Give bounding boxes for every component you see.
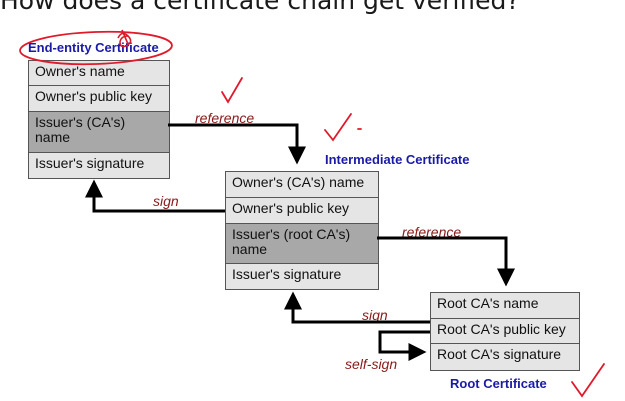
reference-arrow-1 bbox=[168, 123, 306, 165]
end-entity-owner-name: Owner's name bbox=[29, 61, 169, 86]
root-ca-signature: Root CA's signature bbox=[437, 346, 562, 362]
end-entity-title: End-entity Certificate bbox=[28, 40, 159, 55]
intermediate-owner-name: Owner's (CA's) name bbox=[226, 172, 378, 198]
sign-label-2: sign bbox=[362, 307, 388, 323]
ink-check-1 bbox=[221, 77, 243, 104]
sign-label-1: sign bbox=[153, 193, 179, 209]
root-title: Root Certificate bbox=[450, 376, 547, 391]
root-ca-public-key: Root CA's public key bbox=[431, 319, 579, 344]
root-ca-name: Root CA's name bbox=[431, 293, 579, 319]
intermediate-owner-public-key: Owner's public key bbox=[226, 198, 378, 224]
ink-check-3 bbox=[571, 363, 605, 398]
end-entity-owner-public-key: Owner's public key bbox=[29, 86, 169, 112]
ink-circle bbox=[19, 30, 173, 66]
self-sign-arrow bbox=[378, 330, 430, 361]
reference-label-2: reference bbox=[402, 224, 462, 240]
intermediate-certificate: Owner's (CA's) name Owner's public key I… bbox=[225, 171, 379, 290]
reference-label-1: reference bbox=[195, 110, 255, 126]
intermediate-issuer-signature: Issuer's signature bbox=[232, 266, 342, 282]
sign-arrow-1 bbox=[85, 179, 225, 213]
intermediate-title: Intermediate Certificate bbox=[325, 152, 470, 167]
ink-check-2 bbox=[324, 113, 352, 142]
end-entity-issuer-signature: Issuer's signature bbox=[35, 155, 145, 171]
sign-arrow-2 bbox=[284, 291, 430, 324]
slide-title: How does a certificate chain get verifie… bbox=[0, 0, 520, 15]
end-entity-certificate: Owner's name Owner's public key Issuer's… bbox=[28, 60, 170, 179]
end-entity-issuer-name: Issuer's (CA's) name bbox=[29, 112, 169, 153]
self-sign-label: self-sign bbox=[345, 356, 398, 372]
intermediate-issuer-name: Issuer's (root CA's) name bbox=[226, 224, 378, 264]
reference-arrow-2 bbox=[377, 236, 515, 287]
root-certificate: Root CA's name Root CA's public key Root… bbox=[430, 292, 580, 371]
ink-scribble bbox=[117, 29, 132, 48]
